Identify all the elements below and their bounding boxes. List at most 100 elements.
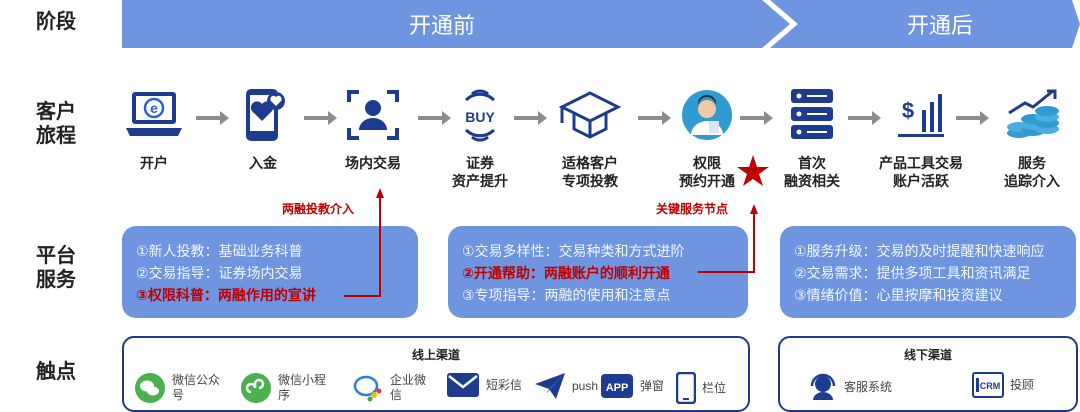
channel-label-line1: 栏位 [702, 380, 727, 395]
service-item-highlight: ②开通帮助：两融账户的顺利开通 [462, 265, 670, 281]
wechat-icon [135, 373, 165, 403]
journey-arrow [638, 111, 671, 125]
step-label-line1: 开户 [140, 155, 168, 171]
channel-wechat-official: 微信公众号 [134, 372, 220, 404]
channel-push: push [534, 372, 598, 400]
offline-channels-box: 线下渠道 客服系统 CRM 投顾 [778, 336, 1078, 412]
database-icon [791, 89, 833, 139]
row-label-stage: 阶段 [36, 11, 76, 33]
graduation-cap-icon [558, 91, 622, 139]
step-label-line1: 场内交易 [345, 155, 401, 171]
service-item: ①交易多样性：交易种类和方式进阶 [462, 243, 685, 259]
step-label-line1: 证券 [466, 155, 494, 171]
journey-arrow [418, 111, 451, 125]
intervene-note: 两融投教介入 [282, 202, 355, 216]
mini-program-icon [241, 373, 271, 403]
service-item: ③情绪价值：心里按摩和投资建议 [794, 287, 1003, 303]
journey-arrow [196, 111, 229, 125]
laptop-e-icon: e [126, 92, 182, 136]
channel-popup: APP 弹窗 [600, 372, 664, 400]
journey-arrow [304, 111, 337, 125]
step-label-line1: 产品工具交易 [879, 155, 963, 171]
channel-sms: 短彩信 [446, 372, 522, 398]
journey-arrow [740, 111, 773, 125]
row-label-platform: 平台服务 [36, 244, 76, 292]
step-first-financing: 首次融资相关 [757, 86, 867, 190]
offline-channels-title: 线下渠道 [903, 348, 952, 362]
channel-label-line2: 信 [390, 388, 403, 402]
app-icon: APP [601, 374, 633, 398]
step-service-tracking: 服务追踪介入 [977, 86, 1080, 190]
dollar-chart-icon: $ [898, 94, 944, 137]
channel-label-line1: 投顾 [1010, 377, 1035, 392]
step-label-line2: 融资相关 [784, 173, 840, 189]
step-asset-upgrade: BUY 证券资产提升 [425, 86, 535, 190]
journey-arrow [514, 111, 547, 125]
channel-label-line1: 客服系统 [844, 379, 893, 394]
channel-wecom: 企业微信 [352, 372, 426, 404]
phase-after-label: 开通后 [906, 13, 973, 38]
crm-icon-text: CRM [980, 381, 1001, 391]
journey-arrow [848, 111, 881, 125]
service-box-stage1: ①新人投教：基础业务科普 ②交易指导：证券场内交易 ③权限科普：两融作用的宣讲 [122, 226, 418, 318]
step-label-line1: 适格客户 [562, 155, 618, 171]
svg-text:$: $ [902, 98, 914, 123]
channel-label-line1: 企业微 [390, 373, 427, 387]
channel-advisor: CRM 投顾 [972, 372, 1034, 398]
coins-growth-icon [1007, 89, 1059, 138]
step-open-account: e 开户 [99, 86, 209, 172]
row-label-touch: 触点 [36, 361, 76, 383]
person-avatar-icon [682, 90, 732, 140]
service-box-stage3: ①服务升级：交易的及时提醒和快速响应 ②交易需求：提供多项工具和资讯满足 ③情绪… [780, 226, 1076, 318]
svg-text:e: e [150, 100, 158, 116]
mobile-icon [676, 372, 696, 404]
channel-label-line2: 序 [278, 388, 291, 402]
phase-before-shape [122, 0, 790, 48]
channel-banner-slot: 栏位 [676, 372, 726, 404]
step-label-line2: 账户活跃 [893, 173, 949, 189]
journey-arrow [956, 111, 989, 125]
channel-customer-service: 客服系统 [808, 372, 892, 402]
person-frame-icon [347, 90, 399, 140]
channel-label-line2: 号 [172, 388, 185, 402]
row-label-journey: 客户旅程 [36, 100, 76, 148]
phase-before-label: 开通前 [408, 13, 475, 38]
channel-label-line1: 弹窗 [640, 378, 665, 393]
paper-plane-icon [535, 373, 565, 399]
channel-label-line1: 微信小程 [278, 373, 327, 387]
step-label-line1: 服务 [1018, 155, 1046, 171]
step-permission-opening: 权限预约开通 [652, 86, 762, 190]
step-product-tools: $ 产品工具交易账户活跃 [866, 86, 976, 190]
service-item-highlight: ③权限科普：两融作用的宣讲 [136, 287, 316, 303]
row-label-journey-line1: 客户 [36, 101, 76, 123]
channel-label-line1: 微信公众 [172, 373, 221, 387]
service-item: ③专项指导：两融的使用和注意点 [462, 287, 671, 303]
buy-text: BUY [465, 109, 495, 125]
step-special-education: 适格客户专项投教 [535, 86, 645, 190]
step-label-line2: 资产提升 [452, 173, 508, 189]
buy-icon: BUY [464, 89, 495, 142]
phone-heart-icon [246, 89, 285, 141]
row-label-platform-line2: 服务 [36, 269, 76, 291]
step-label-line2: 专项投教 [562, 173, 618, 189]
phase-chevrons [122, 0, 1080, 48]
channel-wechat-mini-program: 微信小程序 [240, 372, 326, 404]
channel-label-line1: 短彩信 [486, 377, 523, 392]
row-label-platform-line1: 平台 [36, 245, 76, 267]
channel-label-line1: push [572, 378, 599, 393]
key-node-star-icon [737, 155, 769, 186]
step-deposit: 入金 [208, 86, 318, 172]
service-item: ①新人投教：基础业务科普 [136, 243, 303, 259]
step-label-line1: 入金 [249, 155, 277, 171]
service-item: ②交易指导：证券场内交易 [136, 265, 303, 281]
crm-icon: CRM [972, 372, 1004, 398]
headset-icon [810, 373, 836, 400]
step-label-line2: 预约开通 [679, 173, 735, 189]
online-channels-title: 线上渠道 [411, 348, 460, 362]
phase-after-shape [770, 0, 1080, 48]
service-item: ①服务升级：交易的及时提醒和快速响应 [794, 243, 1045, 259]
step-label-line1: 权限 [693, 155, 721, 171]
row-label-journey-line2: 旅程 [36, 125, 76, 147]
step-label-line2: 追踪介入 [1004, 173, 1060, 189]
online-channels-box: 线上渠道 微信公众号 微信小程序 企业微信 短彩信 [122, 336, 750, 412]
